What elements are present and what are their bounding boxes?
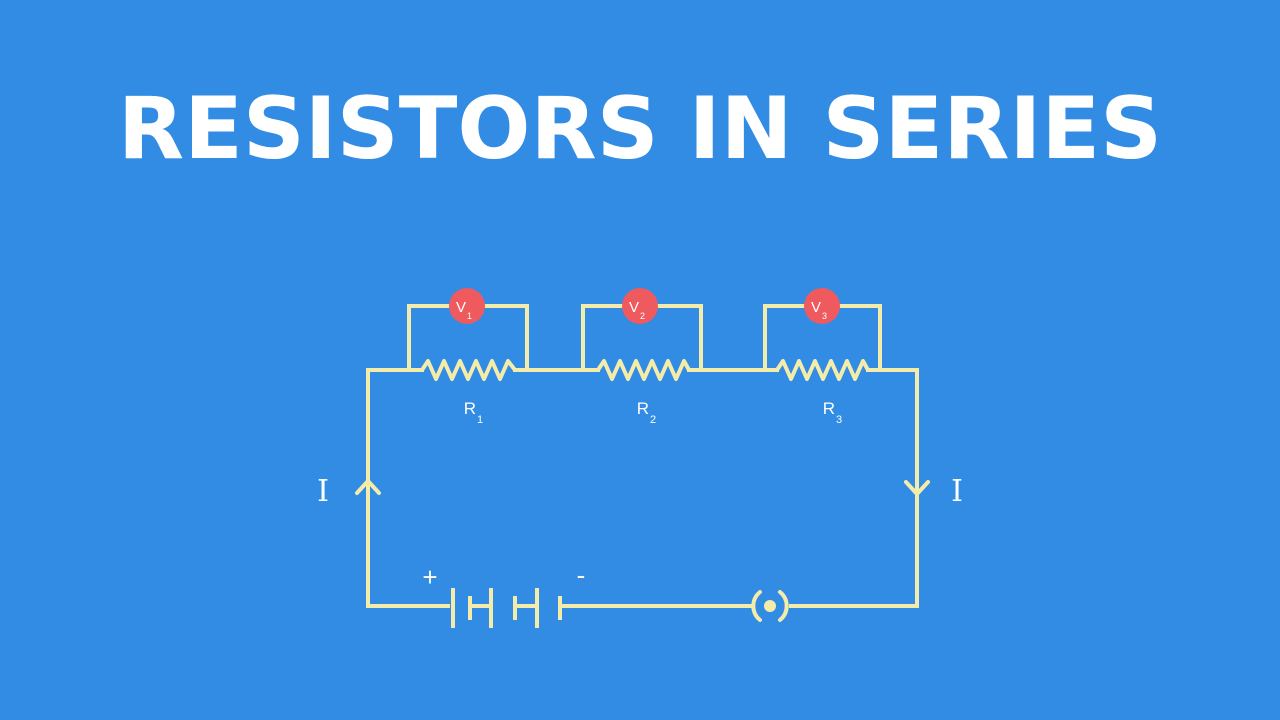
wire-top-right — [789, 368, 919, 608]
voltmeter-icon: V 3 — [804, 288, 840, 324]
voltmeter-3-letter: V — [811, 299, 821, 316]
arrow-down-icon — [904, 480, 930, 496]
resistor-icon — [775, 359, 870, 381]
voltmeter-1-sub: 1 — [467, 311, 472, 321]
battery-negative-label: - — [577, 560, 586, 590]
resistor-icon — [420, 359, 517, 381]
voltmeter-2-letter: V — [629, 299, 639, 316]
resistor-3-sub: 3 — [836, 414, 842, 426]
voltmeter-icon: V 1 — [449, 288, 485, 324]
page-title: RESISTORS IN SERIES — [117, 79, 1163, 179]
battery-icon — [451, 588, 562, 628]
arrow-up-icon — [355, 479, 381, 495]
resistor-1-label: R 1 — [464, 399, 483, 426]
resistor-3-letter: R — [823, 399, 835, 418]
resistor-1-sub: 1 — [477, 414, 483, 426]
current-label-left: I — [317, 474, 329, 509]
resistor-3-label: R 3 — [823, 399, 842, 426]
switch-icon — [751, 590, 789, 622]
resistor-2-label: R 2 — [637, 399, 656, 426]
voltmeter-1-letter: V — [456, 299, 466, 316]
resistor-icon — [596, 359, 691, 381]
resistor-2-sub: 2 — [650, 414, 656, 426]
wire-top-left — [366, 368, 450, 608]
voltmeter-3-sub: 3 — [822, 311, 827, 321]
resistor-1-letter: R — [464, 399, 476, 418]
voltmeter-icon: V 2 — [622, 288, 658, 324]
voltmeter-2-sub: 2 — [640, 311, 645, 321]
resistor-2-letter: R — [637, 399, 649, 418]
battery-positive-label: + — [422, 562, 437, 592]
current-label-right: I — [951, 474, 963, 509]
